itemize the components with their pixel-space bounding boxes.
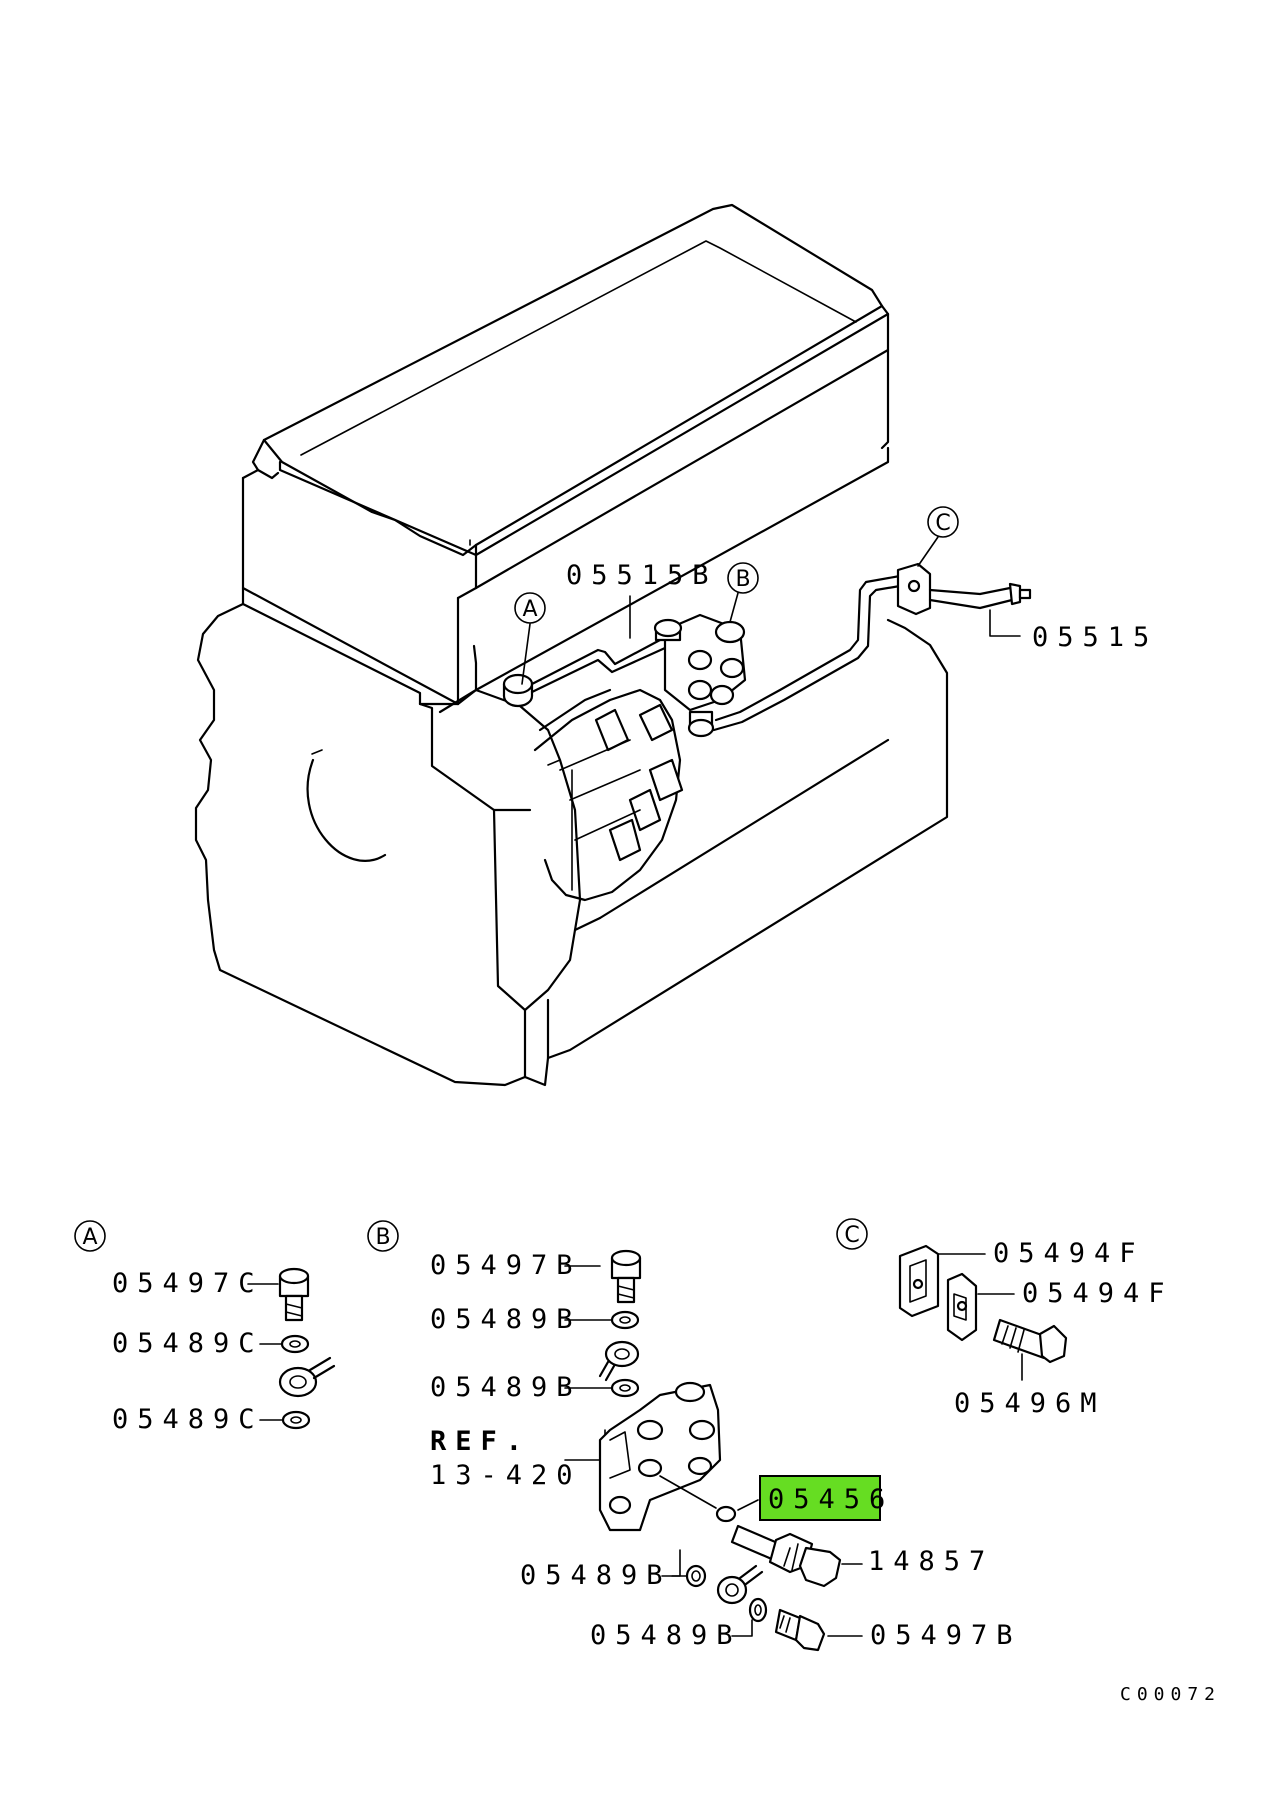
- gasket-05489c-top: [280, 1334, 310, 1354]
- label-05489b-3: 05489B: [520, 1560, 672, 1591]
- svg-text:C: C: [844, 1223, 859, 1248]
- bolt-05497b-bottom: [774, 1608, 826, 1652]
- sensor-14857: [730, 1524, 842, 1588]
- clamp-05494f-2: [946, 1272, 978, 1342]
- label-05489c-top: 05489C: [112, 1328, 264, 1359]
- highlight-05456: [759, 1475, 881, 1521]
- label-05456[interactable]: 05456: [768, 1484, 894, 1515]
- svg-text:A: A: [522, 597, 537, 622]
- junction-block-detail: [598, 1381, 722, 1532]
- label-05497c: 05497C: [112, 1268, 264, 1299]
- section-c: C 05494F 05494F 05496M: [836, 1218, 1174, 1419]
- label-13-420: 13-420: [430, 1460, 582, 1491]
- bolt-05497b-top: [610, 1249, 642, 1304]
- label-05497b-bottom: 05497B: [870, 1620, 1022, 1651]
- label-05489b-2: 05489B: [430, 1372, 582, 1403]
- label-05494f-2: 05494F: [1022, 1278, 1174, 1309]
- engine-assembly: [194, 203, 1032, 1087]
- gasket-05489c-bottom: [281, 1410, 311, 1430]
- gasket-05489b-1: [610, 1310, 640, 1330]
- oring-05456: [715, 1505, 737, 1523]
- eye-fitting-a: [278, 1356, 336, 1398]
- eye-fitting-b: [598, 1340, 640, 1382]
- label-05515b: 05515B: [566, 560, 718, 591]
- callout-b-main: B: [727, 562, 759, 623]
- bolt-a: [502, 673, 534, 708]
- label-14857: 14857: [868, 1546, 994, 1577]
- gasket-05489b-2: [610, 1378, 640, 1398]
- clamp-c: [896, 562, 932, 616]
- gasket-05489b-4: [748, 1597, 768, 1623]
- clamp-05494f-1: [898, 1244, 940, 1318]
- label-05496m: 05496M: [954, 1388, 1106, 1419]
- bolt-05497c: [278, 1267, 310, 1322]
- label-05489b-4: 05489B: [590, 1620, 742, 1651]
- diagram-code: C00072: [1120, 1684, 1221, 1705]
- bolt-05496m: [992, 1318, 1068, 1364]
- callout-c-main: C: [917, 506, 959, 567]
- label-05497b-top: 05497B: [430, 1250, 582, 1281]
- callout-a-main: A: [514, 592, 546, 685]
- fuel-pump: [533, 688, 684, 902]
- svg-text:B: B: [735, 567, 750, 592]
- eye-fitting-b2: [716, 1564, 764, 1605]
- section-a: A 05497C 05489C 05489C: [74, 1220, 336, 1435]
- section-b: B 05497B 05489B 05489B REF. 13-420: [367, 1220, 1022, 1652]
- label-05494f-1: 05494F: [993, 1238, 1145, 1269]
- gasket-05489b-3: [685, 1564, 707, 1588]
- label-05515: 05515: [1032, 622, 1158, 653]
- label-ref: REF.: [430, 1426, 531, 1457]
- svg-text:A: A: [82, 1225, 97, 1250]
- label-05489b-1: 05489B: [430, 1304, 582, 1335]
- label-05489c-bottom: 05489C: [112, 1404, 264, 1435]
- junction-block: [653, 613, 747, 738]
- svg-text:B: B: [375, 1225, 390, 1250]
- svg-text:C: C: [935, 511, 950, 536]
